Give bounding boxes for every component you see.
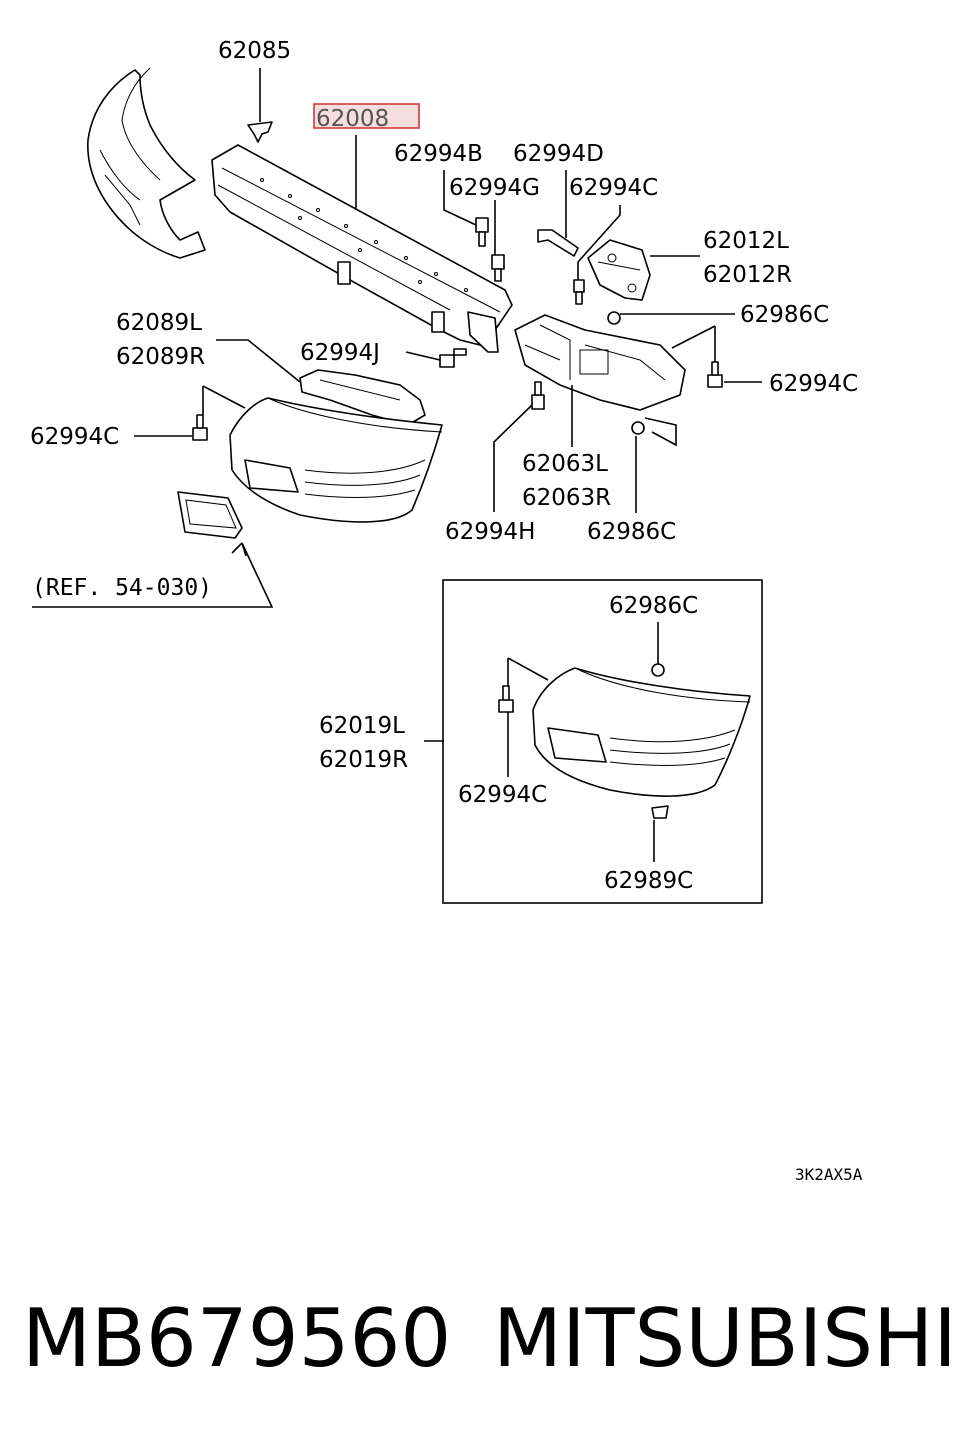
label-62986C-a[interactable]: 62986C — [740, 302, 829, 328]
label-62994C-top[interactable]: 62994C — [569, 175, 658, 201]
label-62986C-box[interactable]: 62986C — [609, 593, 698, 619]
label-62008[interactable]: 62008 — [316, 106, 389, 132]
label-62989C[interactable]: 62989C — [604, 868, 693, 894]
inset-box — [442, 579, 763, 904]
footer-brand: MITSUBISHI — [493, 1292, 957, 1385]
corner-bumper-left-drawing — [229, 397, 443, 523]
footer-part-number: MB679560 — [22, 1292, 451, 1385]
label-62063R[interactable]: 62063R — [522, 485, 611, 511]
label-62063L[interactable]: 62063L — [522, 451, 608, 477]
highlight-box — [313, 103, 420, 129]
label-62085[interactable]: 62085 — [218, 38, 291, 64]
leader-lines — [32, 68, 762, 862]
bolts-drawing — [192, 217, 723, 441]
bumper-reinforcement-drawing — [211, 144, 513, 353]
label-62012R[interactable]: 62012R — [703, 262, 792, 288]
label-62019R[interactable]: 62019R — [319, 747, 408, 773]
label-62089L[interactable]: 62089L — [116, 310, 202, 336]
label-62012L[interactable]: 62012L — [703, 228, 789, 254]
bumper-cover-drawing — [87, 67, 206, 259]
label-62019L[interactable]: 62019L — [319, 713, 405, 739]
label-ref-54-030[interactable]: (REF. 54-030) — [32, 575, 212, 601]
label-62986C-b[interactable]: 62986C — [587, 519, 676, 545]
fog-lamp-drawing — [177, 491, 243, 539]
label-62994C-right[interactable]: 62994C — [769, 371, 858, 397]
label-62994C-left[interactable]: 62994C — [30, 424, 119, 450]
label-62994C-box[interactable]: 62994C — [458, 782, 547, 808]
clip-drawing — [247, 121, 273, 143]
label-62994B[interactable]: 62994B — [394, 141, 483, 167]
label-62994H[interactable]: 62994H — [445, 519, 535, 545]
bracket-62012-drawing — [587, 239, 651, 301]
label-62994G[interactable]: 62994G — [449, 175, 540, 201]
label-62089R[interactable]: 62089R — [116, 344, 205, 370]
label-62994J[interactable]: 62994J — [300, 340, 380, 366]
absorber-62089-drawing — [299, 369, 426, 426]
label-62994D[interactable]: 62994D — [513, 141, 604, 167]
corner-bumper-inset-drawing — [498, 663, 751, 819]
diagram-code: 3K2AX5A — [795, 1165, 863, 1184]
bracket-62063-drawing — [514, 314, 686, 411]
